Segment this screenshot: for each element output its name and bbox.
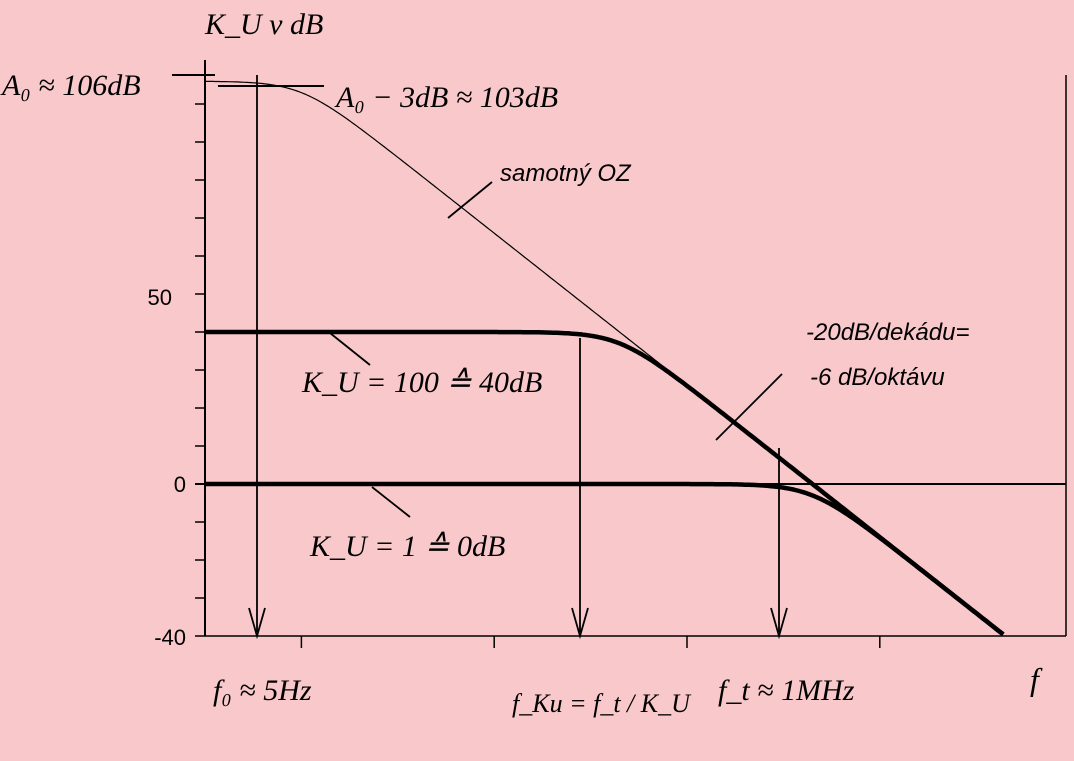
leader-open-loop	[447, 181, 493, 219]
f0-label: f₀ ≈ 5Hz	[213, 674, 312, 707]
slope-label-2: -6 dB/oktávu	[810, 364, 945, 391]
a0-label: A₀ ≈ 106dB	[0, 69, 141, 102]
y-tick-label-minus40: -40	[154, 625, 186, 650]
leader-gain-0db	[371, 486, 411, 518]
y-tick-label-50: 50	[148, 285, 172, 310]
y-axis-label: K_U v dB	[204, 8, 323, 41]
x-tick-marks	[300, 636, 881, 648]
series-gain-0db-label: K_U = 1 ≙ 0dB	[309, 530, 505, 563]
y-tick-marks	[195, 103, 205, 637]
leader-slope	[715, 373, 783, 441]
leader-gain-40db	[329, 332, 371, 366]
series-gain-0db-curve	[205, 481, 1005, 637]
ft-arrow	[770, 448, 788, 640]
slope-label-1: -20dB/dekádu=	[806, 319, 969, 346]
y-tick-label-0: 0	[174, 472, 186, 497]
x-axis-label: f	[1030, 661, 1043, 697]
ft-label: f_t ≈ 1MHz	[718, 674, 855, 707]
a0-3db-label: A₀ − 3dB ≈ 103dB	[334, 81, 558, 114]
series-gain-40db-label: K_U = 100 ≙ 40dB	[301, 366, 542, 399]
f0-arrow	[248, 75, 266, 640]
series-open-loop-label: samotný OZ	[500, 160, 632, 187]
fku-arrow	[571, 338, 589, 640]
fku-label: f_Ku = f_t / K_U	[512, 689, 692, 718]
